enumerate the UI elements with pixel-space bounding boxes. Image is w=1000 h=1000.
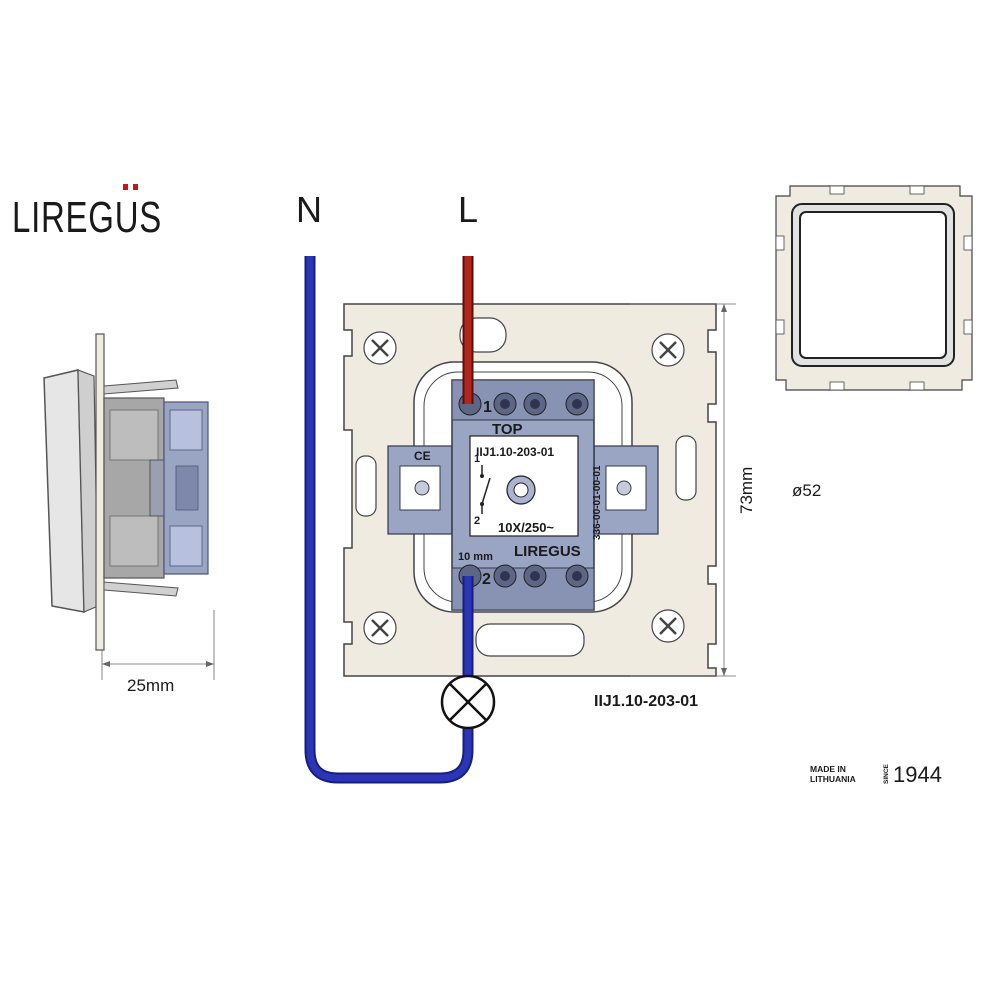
screw-hole-icon	[363, 331, 397, 365]
mechanism-brand-label: LIREGUS	[514, 543, 581, 560]
strip-length-label: 10 mm	[458, 551, 493, 563]
ce-mark: CE	[414, 449, 431, 463]
screw-hole-icon	[651, 609, 685, 643]
lamp-cross-circle-icon	[440, 674, 496, 730]
terminal-2-label: 2	[482, 571, 491, 588]
switch-symbol-icon	[480, 465, 491, 514]
logo-accent-mark	[123, 184, 128, 190]
top-label: TOP	[492, 421, 523, 438]
neutral-label: N	[296, 189, 322, 230]
depth-dimension-label: 25mm	[127, 676, 174, 695]
height-dimension-label: 73mm	[737, 467, 756, 514]
screw-hole-icon	[651, 333, 685, 367]
model-plate-label: IIJ1.10-203-01	[476, 445, 554, 459]
live-label: L	[458, 189, 478, 230]
side-view-drawing	[43, 333, 215, 680]
origin-badge: MADE IN LITHUANIA SINCE 1944	[810, 762, 942, 787]
terminal-1-label: 1	[483, 399, 492, 416]
switch-position-1: 1	[474, 453, 480, 465]
height-dimension	[630, 303, 736, 677]
switch-mechanism	[387, 379, 659, 611]
front-view-drawing	[775, 185, 973, 391]
country-label: LITHUANIA	[810, 774, 856, 784]
model-caption: IIJ1.10-203-01	[594, 693, 698, 710]
neutral-wire	[304, 256, 474, 784]
since-year: 1944	[893, 762, 942, 787]
screw-hole-icon	[363, 611, 397, 645]
made-in-label: MADE IN	[810, 764, 846, 774]
diameter-label: ø52	[792, 481, 821, 500]
brand-logo: LIREGUS	[12, 184, 162, 242]
logo-text: LIREGUS	[12, 193, 162, 242]
since-label: SINCE	[883, 763, 890, 784]
switch-position-2: 2	[474, 515, 480, 527]
rating-label: 10X/250~	[498, 520, 554, 535]
side-code-label: 336-00-01-00-01	[592, 465, 603, 540]
logo-accent-mark	[133, 184, 138, 190]
